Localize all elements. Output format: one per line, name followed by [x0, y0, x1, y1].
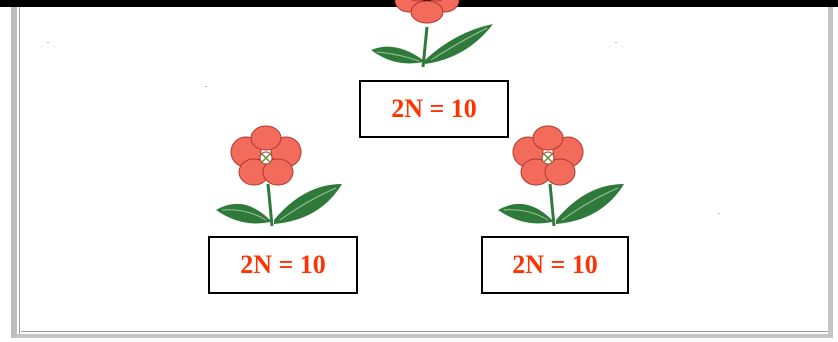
flower-icon — [355, 0, 505, 82]
left-chromosome-label: 2N = 10 — [208, 236, 358, 294]
speck — [615, 42, 617, 43]
speck — [718, 213, 720, 214]
flower-icon — [490, 122, 630, 234]
speck — [47, 42, 49, 43]
speck — [205, 86, 207, 87]
top-chromosome-label: 2N = 10 — [359, 80, 509, 138]
right-chromosome-label: 2N = 10 — [481, 236, 629, 294]
flower-icon — [208, 122, 348, 234]
